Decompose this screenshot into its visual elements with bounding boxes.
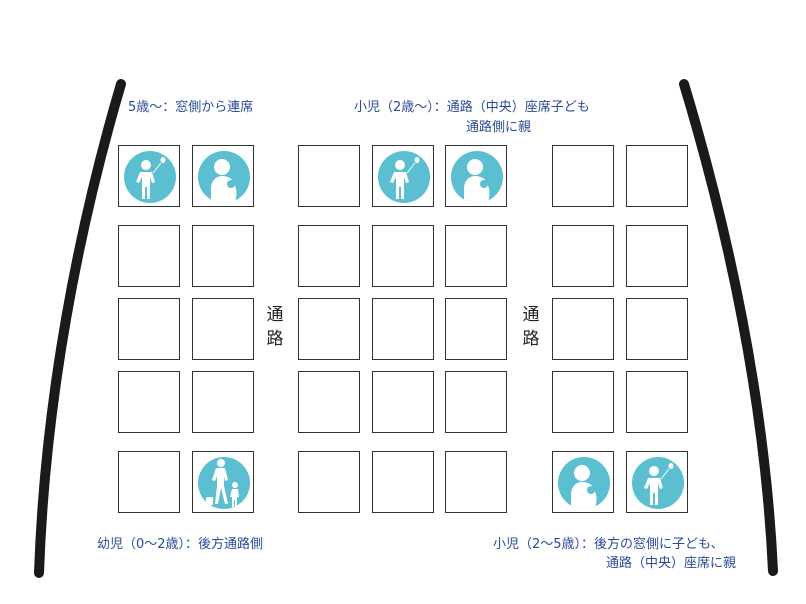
- seat-r5-c6: [552, 451, 614, 513]
- seat-r3-c5: [445, 298, 507, 360]
- seat-r2-c5: [445, 225, 507, 287]
- seat-r5-c3: [298, 451, 360, 513]
- aisle-label-right: 通 路: [519, 303, 543, 351]
- aisle-label-char: 通: [522, 305, 540, 325]
- child-with-balloon-icon: [378, 151, 430, 203]
- seat-r2-c2: [192, 225, 254, 287]
- seat-r2-c4: [372, 225, 434, 287]
- left-cabin-wall: [34, 79, 126, 578]
- note-top-left: 5歳〜：窓側から連席: [128, 100, 254, 115]
- child-with-balloon-icon: [124, 151, 176, 203]
- note-bottom-right-line2: 通路（中央）座席に親: [606, 556, 737, 571]
- aisle-label-left: 通 路: [263, 303, 287, 351]
- seat-r3-c1: [118, 298, 180, 360]
- aisle-label-char: 路: [522, 329, 540, 349]
- seat-r3-c6: [552, 298, 614, 360]
- seat-r4-c5: [445, 371, 507, 433]
- seat-r1-c3: [298, 145, 360, 207]
- seat-r4-c3: [298, 371, 360, 433]
- seat-r4-c4: [372, 371, 434, 433]
- note-bottom-right-line1: 小児（2〜5歳）：後方の窓側に子ども、: [493, 537, 724, 552]
- seat-r3-c3: [298, 298, 360, 360]
- seat-r5-c2: [192, 451, 254, 513]
- seat-r4-c2: [192, 371, 254, 433]
- seat-r4-c7: [626, 371, 688, 433]
- seat-r2-c7: [626, 225, 688, 287]
- seat-r5-c4: [372, 451, 434, 513]
- seat-r3-c4: [372, 298, 434, 360]
- child-with-balloon-icon: [632, 457, 684, 509]
- parent-holding-child-icon: [558, 457, 610, 509]
- seat-r1-c1: [118, 145, 180, 207]
- parent-holding-child-icon: [198, 151, 250, 203]
- aisle-label-char: 路: [266, 329, 284, 349]
- seat-r5-c5: [445, 451, 507, 513]
- seat-r5-c1: [118, 451, 180, 513]
- seat-r2-c3: [298, 225, 360, 287]
- parent-holding-child-icon: [451, 151, 503, 203]
- aisle-label-char: 通: [266, 305, 284, 325]
- right-cabin-wall: [679, 79, 778, 576]
- seat-r5-c7: [626, 451, 688, 513]
- seat-r4-c6: [552, 371, 614, 433]
- seat-r1-c7: [626, 145, 688, 207]
- note-top-center-line1: 小児（2歳〜）：通路（中央）座席子ども: [354, 100, 590, 115]
- seat-r1-c5: [445, 145, 507, 207]
- parent-walking-with-child-icon: [198, 457, 250, 509]
- seat-r1-c4: [372, 145, 434, 207]
- seat-r2-c6: [552, 225, 614, 287]
- seat-r2-c1: [118, 225, 180, 287]
- seat-r1-c6: [552, 145, 614, 207]
- note-top-center-line2: 通路側に親: [466, 120, 532, 135]
- seat-r3-c7: [626, 298, 688, 360]
- seat-r4-c1: [118, 371, 180, 433]
- seat-r1-c2: [192, 145, 254, 207]
- seat-r3-c2: [192, 298, 254, 360]
- note-bottom-left: 幼児（0〜2歳）：後方通路側: [97, 537, 264, 552]
